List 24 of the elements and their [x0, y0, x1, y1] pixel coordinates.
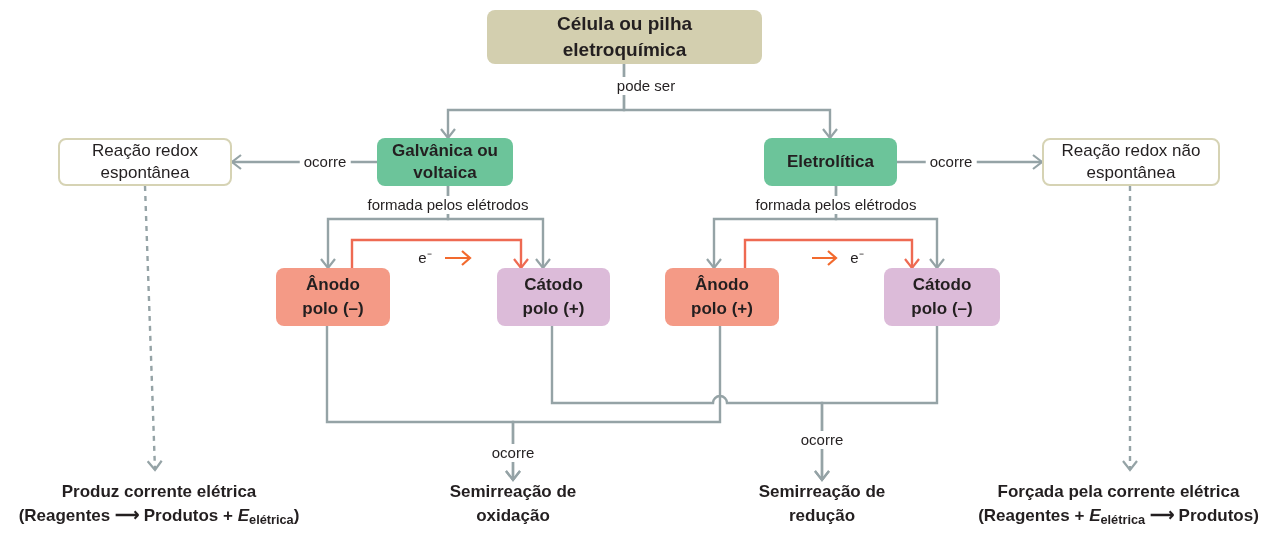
concept-text: Forçada pela corrente elétrica — [997, 481, 1240, 503]
concept-text: (Reagentes ⟶ Produtos + E$_{elétrica}$) — [18, 505, 300, 528]
concept-text: Semirreação de oxidação — [448, 481, 578, 527]
arrow — [350, 238, 530, 270]
arrow — [813, 326, 939, 482]
concept-box: Reação redox espontânea — [58, 138, 232, 186]
electrode-box: Ânodo polo (–) — [276, 268, 390, 326]
arrow — [743, 238, 921, 270]
electrode-box: Cátodo polo (–) — [884, 268, 1000, 326]
arrow — [622, 64, 839, 140]
dashed-arrow — [1121, 186, 1139, 472]
electrode-box: Ânodo polo (+) — [665, 268, 779, 326]
arrow — [504, 326, 722, 482]
concept-box: Eletrolítica — [764, 138, 897, 186]
electrode-box: Cátodo polo (+) — [497, 268, 610, 326]
concept-text: Semirreação de redução — [757, 481, 887, 527]
concept-text: (Reagentes + E$_{elétrica}$ ⟶ Produtos) — [978, 505, 1259, 528]
concept-text: Produz corrente elétrica — [61, 481, 257, 503]
arrow — [834, 186, 946, 270]
dashed-arrow — [143, 185, 163, 472]
concept-box: Galvânica ou voltaica — [377, 138, 513, 186]
arrow — [446, 186, 552, 270]
concept-box: Reação redox não espontânea — [1042, 138, 1220, 186]
concept-box: Célula ou pilha eletroquímica — [487, 10, 762, 64]
